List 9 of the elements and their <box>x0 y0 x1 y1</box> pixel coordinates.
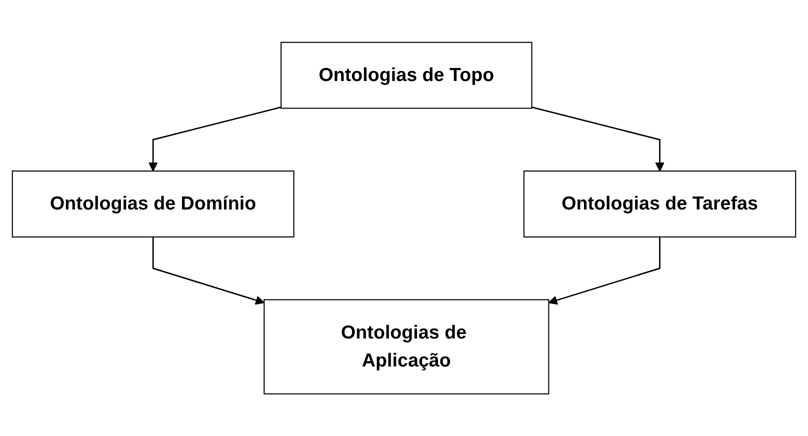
arrow <box>548 236 660 305</box>
node-box <box>280 42 532 109</box>
arrow <box>148 106 282 172</box>
node-box <box>264 299 550 394</box>
node-box <box>12 170 294 238</box>
node-box <box>523 170 796 238</box>
arrow <box>532 106 664 172</box>
arrow <box>152 236 265 305</box>
flowchart-diagram: Ontologias de Topo Ontologias de Domínio Ontologias de Tarefas Ontologias de Aplicação <box>4 34 804 402</box>
